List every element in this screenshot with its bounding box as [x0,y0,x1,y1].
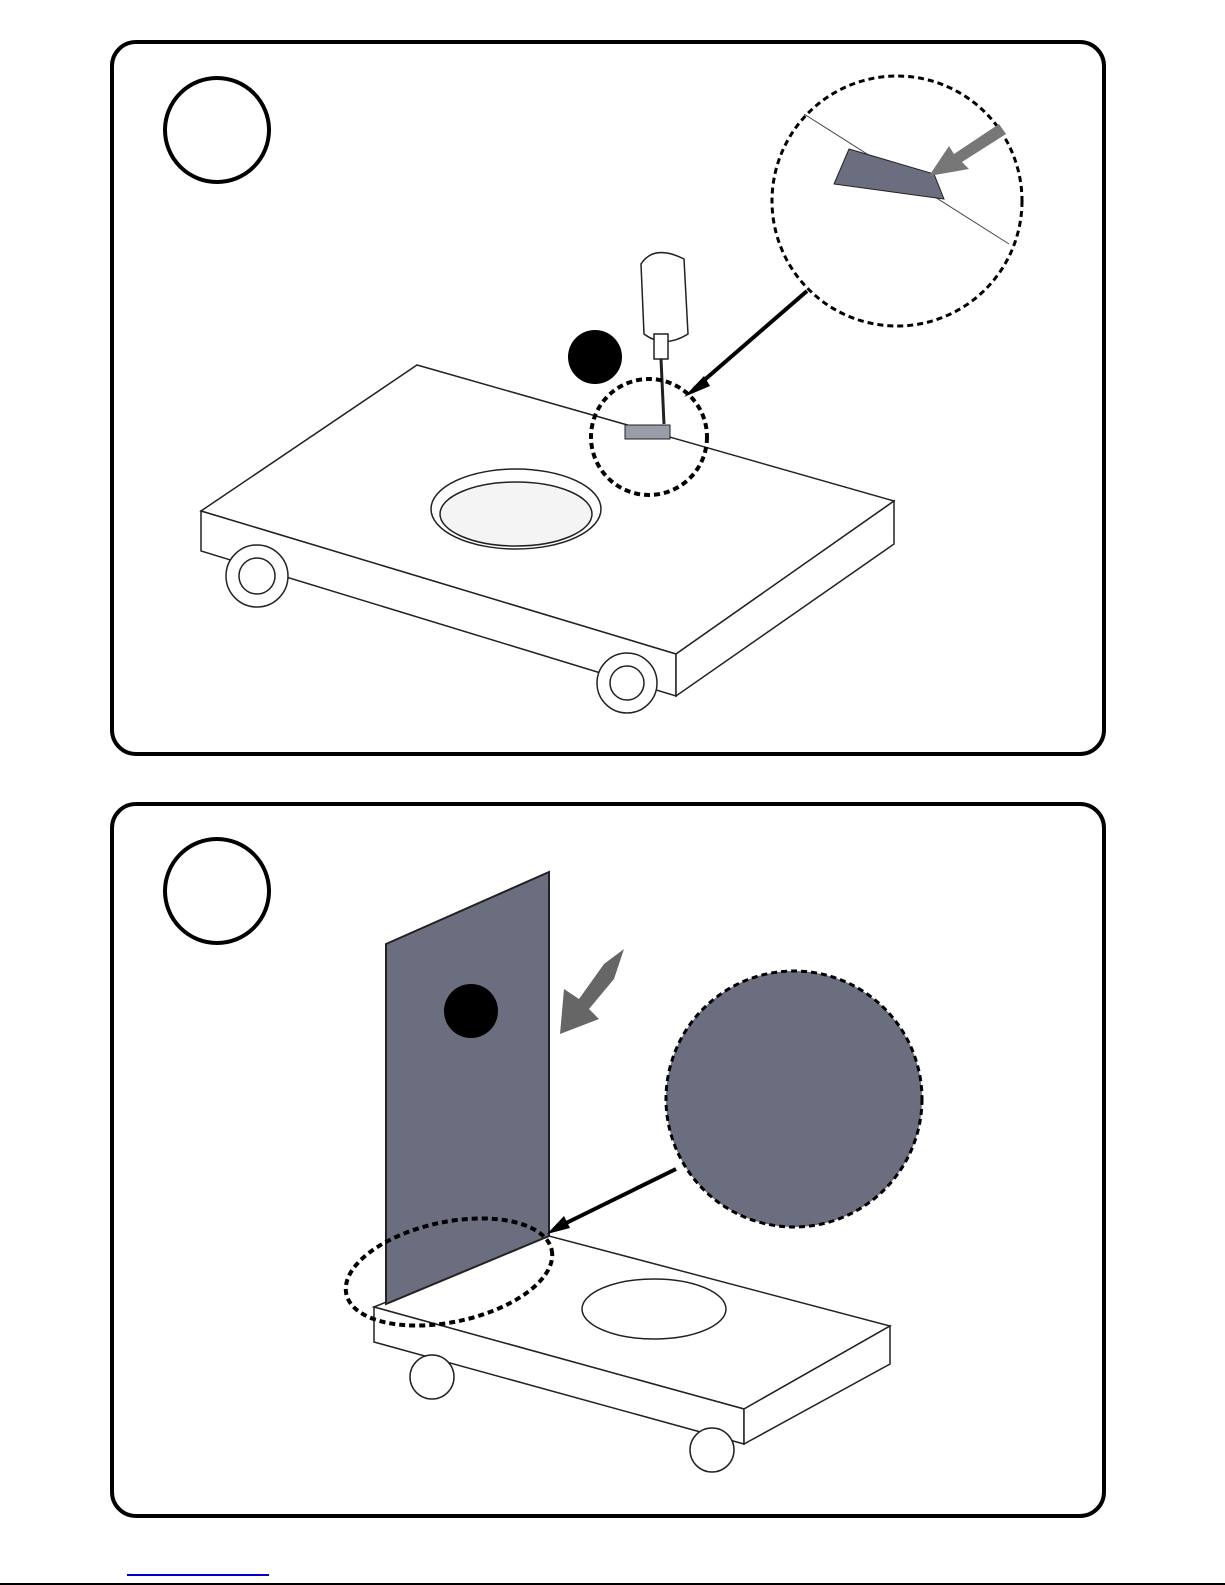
step-2-illustration [163,837,924,1473]
bracket [624,424,671,440]
zoom-callout [770,74,1024,328]
detail-circle [589,377,709,497]
arrow-icon [547,1216,570,1234]
zoom-callout [664,969,924,1229]
step-1-illustration [163,74,1024,714]
arrow-icon [684,376,710,397]
part-marker [568,330,622,384]
bracket-detail [833,148,945,200]
detail-circle [343,1216,555,1328]
arrow-icon [929,124,1006,176]
cart-base [199,364,896,714]
hand-screwdriver-icon [640,251,689,425]
footer-rule [0,1583,1225,1585]
footer-link[interactable] [127,1574,269,1576]
side-panel [385,870,550,1306]
step-number-circle [163,76,271,184]
step-panel-1 [110,40,1106,756]
step-number-circle [163,837,271,945]
step-panel-2 [110,802,1106,1518]
arrow-icon [560,949,624,1034]
part-marker [444,984,498,1038]
